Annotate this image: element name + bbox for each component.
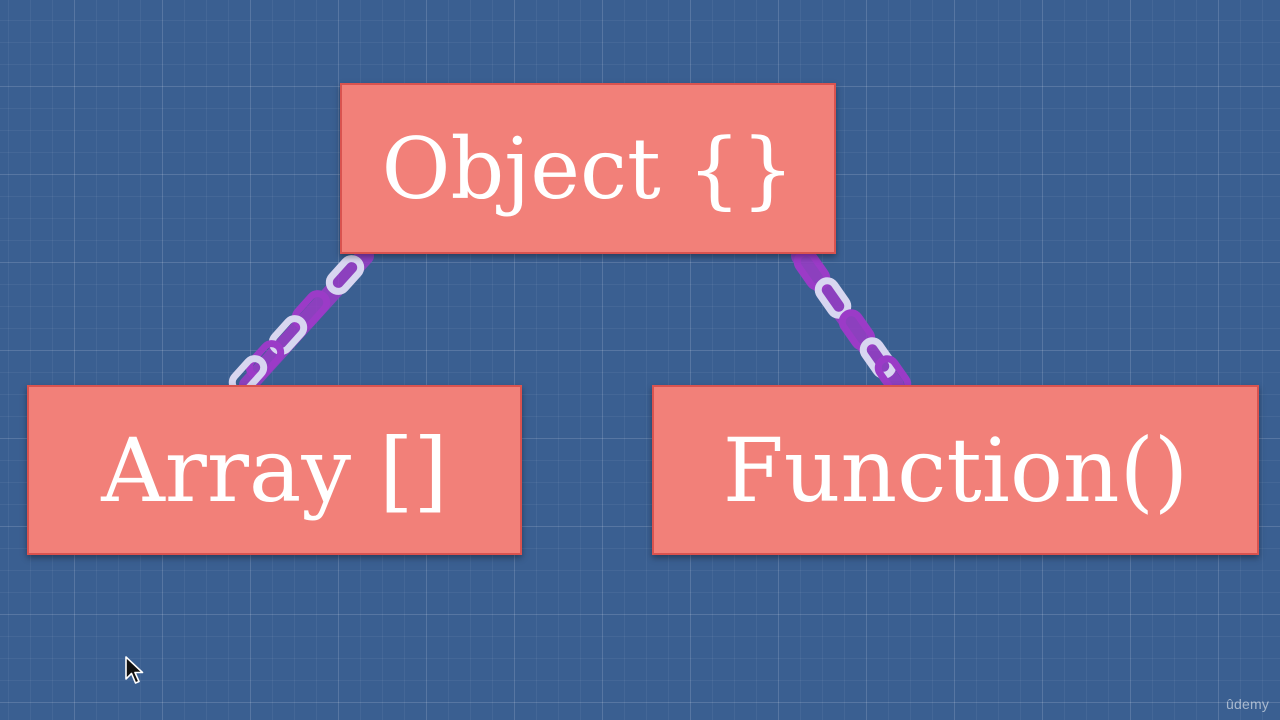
chain-link-icon [228, 247, 374, 395]
object-node: Object {} [340, 83, 836, 254]
array-node-label: Array [] [101, 418, 448, 522]
mouse-cursor-icon [125, 656, 144, 684]
array-node: Array [] [27, 385, 522, 555]
object-node-label: Object {} [381, 119, 795, 218]
udemy-watermark: ûdemy [1226, 696, 1270, 712]
chain-link-icon [791, 247, 912, 397]
function-node-label: Function() [722, 418, 1189, 522]
function-node: Function() [652, 385, 1259, 555]
